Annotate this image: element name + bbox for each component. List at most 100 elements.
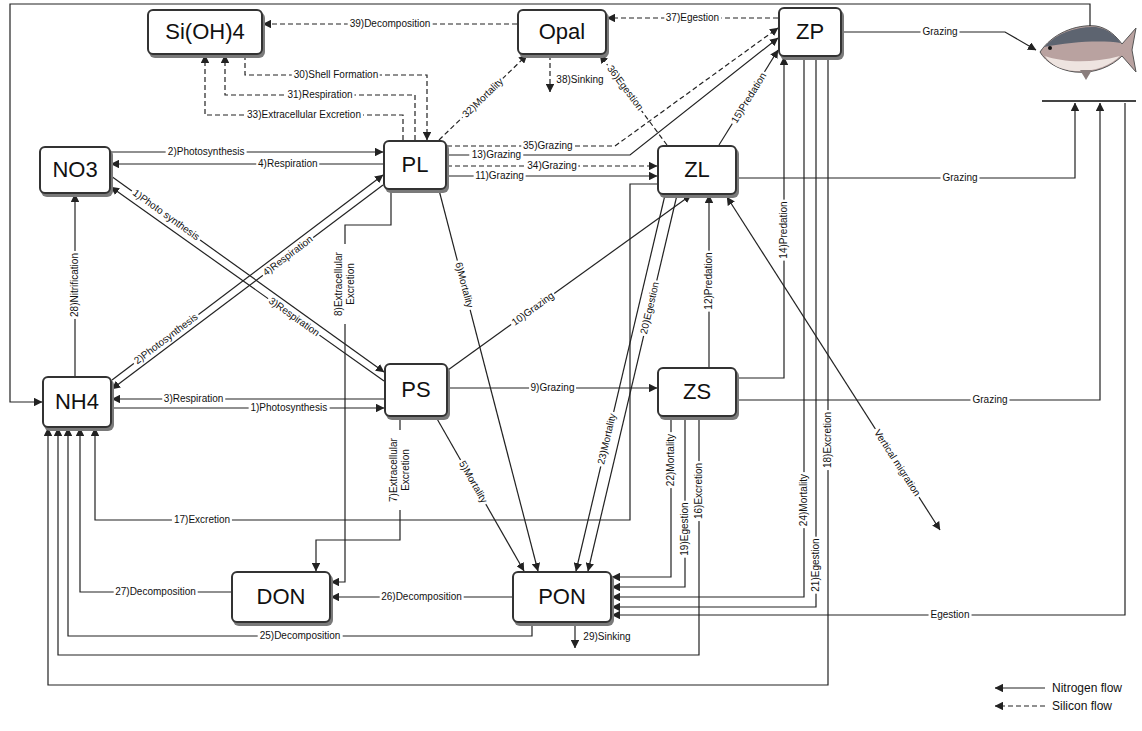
flow-label-holder: 26)Decomposition [379, 591, 464, 603]
flow-label-holder: 9)Grazing [529, 382, 577, 394]
flow-label: 8)Extracellular Excretion [333, 244, 357, 324]
compartment-name: ZL [684, 158, 710, 182]
flow-label-holder: 7)Extracellular Excretion [388, 430, 412, 510]
salmon-eye [1048, 46, 1052, 50]
flow-label: 15)Predation [727, 68, 770, 126]
legend-line-sample [995, 705, 1045, 706]
flow-arrow [112, 398, 384, 399]
compartment-box: DON [231, 571, 331, 623]
flow-arrow [600, 55, 667, 145]
compartment-box: Si(OH)4 [147, 9, 263, 55]
compartment-name: ZS [683, 380, 711, 404]
annotation-holder: Grazing [970, 394, 1009, 406]
flow-label-holder: 1)Photosynthesis [248, 402, 329, 414]
legend-row: Nitrogen flow [1052, 681, 1122, 695]
flow-label-holder: 11)Grazing [473, 170, 526, 182]
flow-label: 32)Mortality [459, 74, 508, 122]
flow-label: 39)Decomposition [348, 18, 433, 30]
flow-label-holder: 12)Predation [703, 250, 715, 311]
flow-label: 1)Photo synthesis [128, 186, 203, 244]
flow-label-holder: 39)Decomposition [348, 18, 433, 30]
flow-label: 27)Decomposition [113, 586, 198, 598]
flow-label-holder: 32)Mortality [459, 74, 508, 122]
flow-arrow [111, 151, 383, 152]
annotation-label: Grazing [970, 394, 1009, 406]
compartment-box: ZP [778, 7, 842, 57]
flow-label: 22)Mortality [665, 432, 677, 488]
flow-label-holder: 28)Nitrification [69, 251, 81, 319]
flow-label-holder: 8)Extracellular Excretion [333, 244, 357, 324]
flow-label: 36)Egestion [603, 62, 647, 115]
flow-label-holder: 23)Mortality [595, 411, 620, 469]
compartment-box: NO3 [39, 146, 111, 194]
flow-label: 1)Photosynthesis [248, 402, 329, 414]
compartment-name: ZP [796, 20, 824, 44]
annotation-label: Egestion [929, 609, 972, 621]
annotation-label: Vertical migration [870, 426, 924, 500]
annotation-holder: 38)Sinking [554, 74, 605, 86]
flow-label: 9)Grazing [529, 382, 577, 394]
compartment-box: PL [383, 140, 447, 190]
flow-label: 37)Egestion [664, 12, 721, 24]
flow-label-holder: 22)Mortality [665, 432, 677, 488]
flow-arrow [719, 50, 778, 145]
compartment-name: NO3 [52, 158, 97, 182]
flow-arrow [612, 417, 685, 587]
flow-label-holder: 35)Grazing [521, 140, 574, 152]
fish-grazing-line [737, 103, 1100, 400]
legend-text: Silicon flow [1052, 699, 1112, 713]
salmon-body [1040, 26, 1136, 73]
flow-arrow [448, 195, 691, 370]
annotation-label: 38)Sinking [554, 74, 605, 86]
flow-label-holder: 33)Extracellular Excretion [245, 109, 363, 121]
legend-line-sample [995, 687, 1045, 688]
annotation-holder: Grazing [920, 26, 959, 38]
salmon-fin [1080, 70, 1092, 80]
flow-label-holder: 36)Egestion [603, 62, 647, 115]
sinking-arrow [549, 55, 550, 92]
flow-label-holder: 3)Respiration [265, 294, 324, 341]
annotation-label: 29)Sinking [581, 631, 632, 643]
flow-label: 2)Photosynthesis [166, 146, 247, 158]
flow-label-holder: 3)Respiration [162, 393, 225, 405]
annotation-holder: Grazing [940, 172, 979, 184]
flow-label: 21)Egestion [810, 537, 822, 594]
flow-arrow [111, 163, 383, 164]
flow-label-holder: 13)Grazing [470, 149, 523, 161]
flow-arrow [225, 55, 415, 140]
flow-arrow [68, 428, 532, 636]
flow-label-holder: 19)Egestion [679, 501, 691, 558]
flow-label-holder: 27)Decomposition [113, 586, 198, 598]
flow-label: 18)Excretion [822, 410, 834, 470]
flow-label: 30)Shell Formation [292, 69, 380, 81]
compartment-box: PS [384, 363, 448, 417]
flow-label: 10)Grazing [508, 288, 558, 329]
flow-label: 3)Respiration [162, 393, 225, 405]
salmon-tray [1042, 100, 1136, 102]
flow-label: 13)Grazing [470, 149, 523, 161]
legend-text: Nitrogen flow [1052, 681, 1122, 695]
flow-label-holder: 37)Egestion [664, 12, 721, 24]
flow-label-holder: 18)Excretion [822, 410, 834, 470]
flow-label-holder: 15)Predation [727, 68, 770, 126]
flow-arrow [447, 38, 778, 155]
compartment-box: Opal [517, 9, 607, 55]
compartment-box: ZL [657, 145, 737, 195]
compartment-box: NH4 [42, 376, 112, 428]
fish-excretion-line [10, 4, 1090, 402]
flow-arrow [111, 187, 384, 381]
flow-label-holder: 4)Respiration [256, 158, 319, 170]
flow-label: 14)Predation [778, 200, 790, 261]
flow-label: 12)Predation [703, 250, 715, 311]
salmon-illustration [1040, 26, 1136, 101]
flow-arrow [112, 185, 383, 389]
flow-arrow [48, 57, 828, 685]
compartment-name: Si(OH)4 [165, 20, 244, 44]
flow-arrow [576, 195, 665, 571]
fish-grazing-line [737, 103, 1075, 178]
flow-label: 19)Egestion [679, 501, 691, 558]
flow-arrow [436, 417, 524, 571]
flow-label: 7)Extracellular Excretion [388, 430, 412, 510]
flow-label: 35)Grazing [521, 140, 574, 152]
compartment-name: PON [538, 585, 586, 609]
